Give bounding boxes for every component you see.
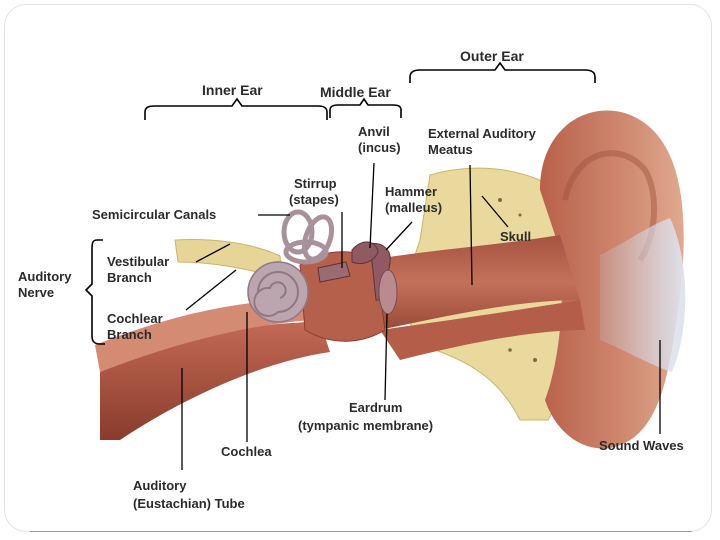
labels: Outer Ear Middle Ear Inner Ear Anvil (in… (18, 48, 684, 511)
middle-ear-bracket (329, 97, 402, 118)
vestibular-branch-label: Vestibular Branch (107, 254, 173, 285)
outer-ear-label: Outer Ear (460, 48, 524, 64)
auditory-nerve-label: Auditory Nerve (18, 269, 75, 300)
cochlear-branch-leader (185, 269, 237, 311)
external-auditory-meatus-label: External Auditory Meatus (428, 126, 540, 157)
ear-canal-shape (370, 235, 580, 330)
sound-waves-shape (600, 218, 686, 372)
anvil-bone (351, 241, 379, 265)
sound-waves-label: Sound Waves (599, 438, 684, 453)
eardrum-leader (384, 313, 388, 401)
anvil-leader (369, 162, 375, 249)
vestibular-branch-leader (195, 243, 231, 263)
stirrup-label: Stirrup (stapes) (289, 176, 340, 207)
muscle-band (95, 300, 310, 372)
inner-ear-label: Inner Ear (202, 82, 263, 98)
cochlea-label: Cochlea (221, 444, 272, 459)
auditory-tube-label: Auditory (Eustachian) Tube (133, 478, 245, 511)
leader-lines (181, 162, 661, 470)
meatus-leader (469, 164, 473, 286)
skull-leader (481, 195, 509, 228)
semicircular-canals-shape (281, 209, 335, 265)
ear-illustration (95, 110, 686, 449)
eardrum-label: Eardrum (tympanic membrane) (298, 400, 433, 433)
middle-ear-label: Middle Ear (320, 84, 391, 100)
semicircular-canals-label: Semicircular Canals (92, 207, 216, 222)
hammer-leader (385, 221, 413, 251)
eardrum-membrane (378, 269, 398, 315)
anvil-label: Anvil (incus) (358, 124, 401, 155)
canal-lower-skin (380, 300, 585, 360)
cochlear-branch-label: Cochlear Branch (107, 311, 166, 342)
skull-label: Skull (500, 229, 531, 244)
region-brackets (84, 61, 596, 345)
hammer-label: Hammer (malleus) (385, 184, 442, 215)
inner-ear-bracket (144, 97, 328, 120)
footer-rule (30, 531, 692, 532)
cochlea-shape (247, 261, 309, 323)
auditory-nerve-bracket (84, 239, 105, 345)
outer-ear-bracket (409, 61, 596, 83)
